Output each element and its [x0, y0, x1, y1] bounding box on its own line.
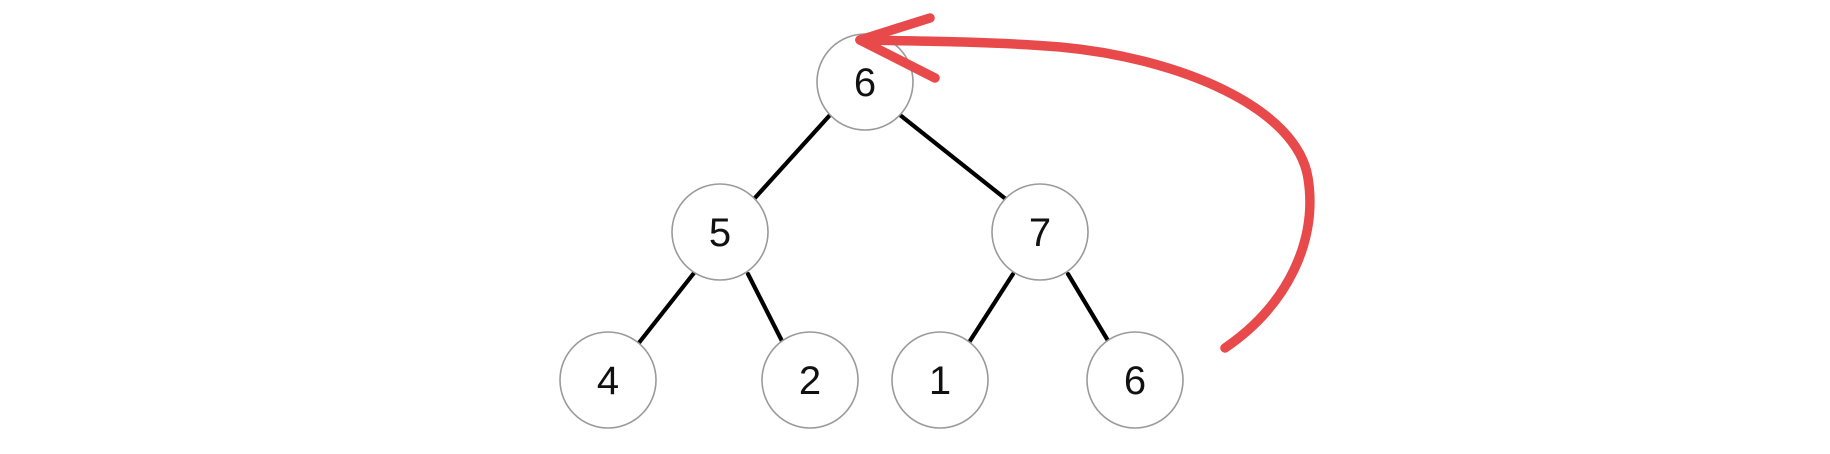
tree-edge-l-ll	[635, 270, 697, 347]
tree-node[interactable]: 7	[991, 183, 1089, 281]
tree-edge-r-rr	[1065, 271, 1113, 347]
arrow-shaft	[855, 35, 1315, 353]
node-label-rl: 1	[929, 359, 951, 403]
tree-node[interactable]: 1	[891, 331, 989, 429]
tree-edge-l-lr	[745, 271, 787, 348]
node-circle-r[interactable]	[991, 183, 1089, 281]
node-circle-ll[interactable]	[559, 331, 657, 429]
node-circle-rr[interactable]	[1086, 331, 1184, 429]
tree-edge-r-rl	[965, 271, 1016, 347]
node-label-ll: 4	[597, 359, 619, 403]
tree-edge-root-r	[897, 112, 1010, 203]
arrow-head-lower-barb	[855, 35, 940, 83]
tree-edge-root-l	[751, 112, 833, 202]
node-circle-rl[interactable]	[891, 331, 989, 429]
node-label-rr: 6	[1124, 359, 1146, 403]
tree-edges-group	[635, 112, 1113, 348]
tree-node[interactable]: 6	[816, 33, 914, 131]
tree-node[interactable]: 6	[1086, 331, 1184, 429]
node-label-root: 6	[854, 61, 876, 105]
annotation-arrow-group	[855, 13, 1315, 353]
tree-node[interactable]: 2	[761, 331, 859, 429]
arrow-head-upper-barb	[855, 13, 935, 45]
tree-nodes-group: 6 5 7 4 2 1 6	[559, 33, 1184, 429]
node-label-lr: 2	[799, 359, 821, 403]
node-label-r: 7	[1029, 211, 1051, 255]
tree-node[interactable]: 4	[559, 331, 657, 429]
node-circle-lr[interactable]	[761, 331, 859, 429]
tree-node[interactable]: 5	[671, 183, 769, 281]
node-circle-l[interactable]	[671, 183, 769, 281]
node-label-l: 5	[709, 211, 731, 255]
